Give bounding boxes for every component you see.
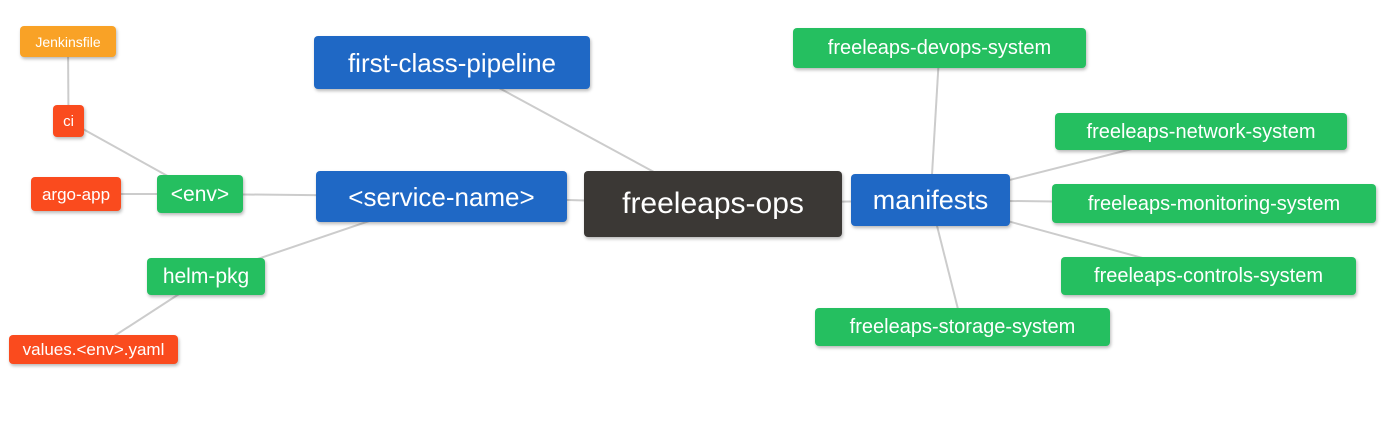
node-freeleaps-storage-system[interactable]: freeleaps-storage-system — [815, 308, 1110, 346]
node-freeleaps-monitoring-system[interactable]: freeleaps-monitoring-system — [1052, 184, 1376, 223]
node-freeleaps-network-system[interactable]: freeleaps-network-system — [1055, 113, 1347, 150]
node-first-class-pipeline[interactable]: first-class-pipeline — [314, 36, 590, 89]
node-argo-app[interactable]: argo-app — [31, 177, 121, 211]
node-manifests[interactable]: manifests — [851, 174, 1010, 226]
node-service-name[interactable]: <service-name> — [316, 171, 567, 222]
node-jenkinsfile[interactable]: Jenkinsfile — [20, 26, 116, 57]
node-values-env-yaml[interactable]: values.<env>.yaml — [9, 335, 178, 364]
node-freeleaps-ops[interactable]: freeleaps-ops — [584, 171, 842, 237]
node-env[interactable]: <env> — [157, 175, 243, 213]
node-ci[interactable]: ci — [53, 105, 84, 137]
node-freeleaps-controls-system[interactable]: freeleaps-controls-system — [1061, 257, 1356, 295]
node-freeleaps-devops-system[interactable]: freeleaps-devops-system — [793, 28, 1086, 68]
node-helm-pkg[interactable]: helm-pkg — [147, 258, 265, 295]
